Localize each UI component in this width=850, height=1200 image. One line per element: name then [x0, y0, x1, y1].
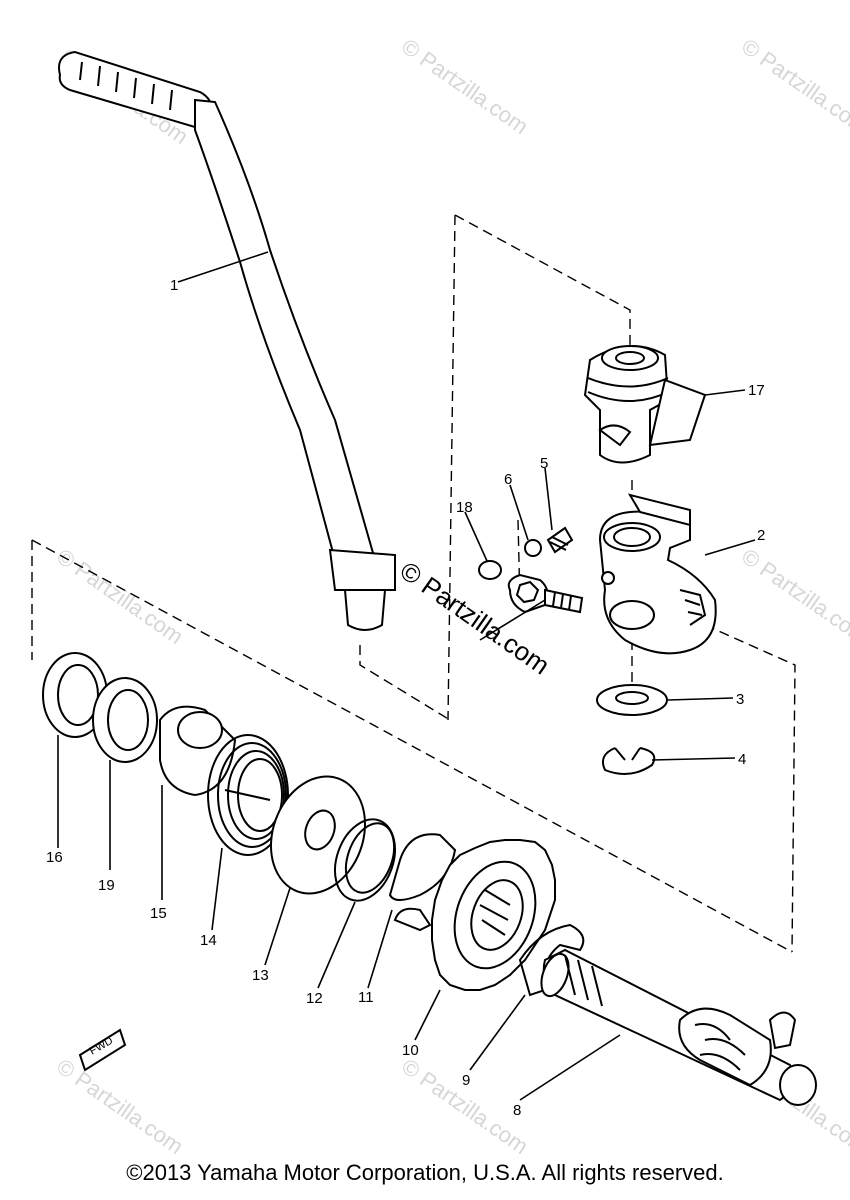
callout-17: 17 — [748, 382, 765, 399]
leader-lines — [57, 251, 756, 1101]
boot-part-17 — [583, 345, 707, 464]
watermark: © Partzilla.com — [737, 34, 850, 140]
callout-3: 3 — [736, 691, 744, 708]
watermark: © Partzilla.com — [397, 34, 533, 140]
forward-direction-arrow: FWD — [78, 1028, 127, 1072]
torsion-spring-part-14 — [207, 734, 289, 856]
callout-19: 19 — [98, 877, 115, 894]
callout-18: 18 — [456, 499, 473, 516]
callout-10: 10 — [402, 1042, 419, 1059]
circlip-part-4 — [602, 747, 656, 775]
callout-5: 5 — [540, 455, 548, 472]
bolt-part — [507, 573, 584, 614]
callout-16: 16 — [46, 849, 63, 866]
callout-15: 15 — [150, 905, 167, 922]
collar-part-19 — [92, 677, 158, 763]
center-watermark: © Partzilla.com — [395, 555, 556, 680]
kick-gear-part-10 — [431, 839, 556, 991]
oil-seal-part-16 — [42, 652, 108, 738]
callout-6: 6 — [504, 471, 512, 488]
ring-part-12 — [334, 818, 396, 902]
washer-part-3 — [596, 684, 668, 716]
watermark: © Partzilla.com — [52, 1054, 188, 1160]
sleeve-part-15 — [159, 705, 237, 797]
callout-11: 11 — [358, 989, 374, 1006]
callout-4: 4 — [738, 751, 746, 768]
callout-9: 9 — [462, 1072, 470, 1089]
kick-axle-part-8 — [540, 948, 817, 1106]
callout-12: 12 — [306, 990, 323, 1007]
kick-boss-part-2 — [598, 493, 717, 655]
callout-1: 1 — [170, 277, 178, 294]
callout-8: 8 — [513, 1102, 521, 1119]
callout-13: 13 — [252, 967, 269, 984]
watermark: © Partzilla.com — [52, 544, 188, 650]
kick-lever-part-1 — [58, 50, 396, 631]
small-parts-18-6-5 — [478, 526, 574, 580]
callout-numbers: 1 2 3 4 5 6 8 9 10 11 12 13 14 15 16 17 … — [46, 277, 765, 1119]
copyright-notice: ©2013 Yamaha Motor Corporation, U.S.A. A… — [126, 1160, 724, 1185]
washer-part-13 — [269, 775, 367, 895]
watermark: © Partzilla.com — [737, 544, 850, 650]
callout-14: 14 — [200, 932, 217, 949]
callout-2: 2 — [757, 527, 765, 544]
